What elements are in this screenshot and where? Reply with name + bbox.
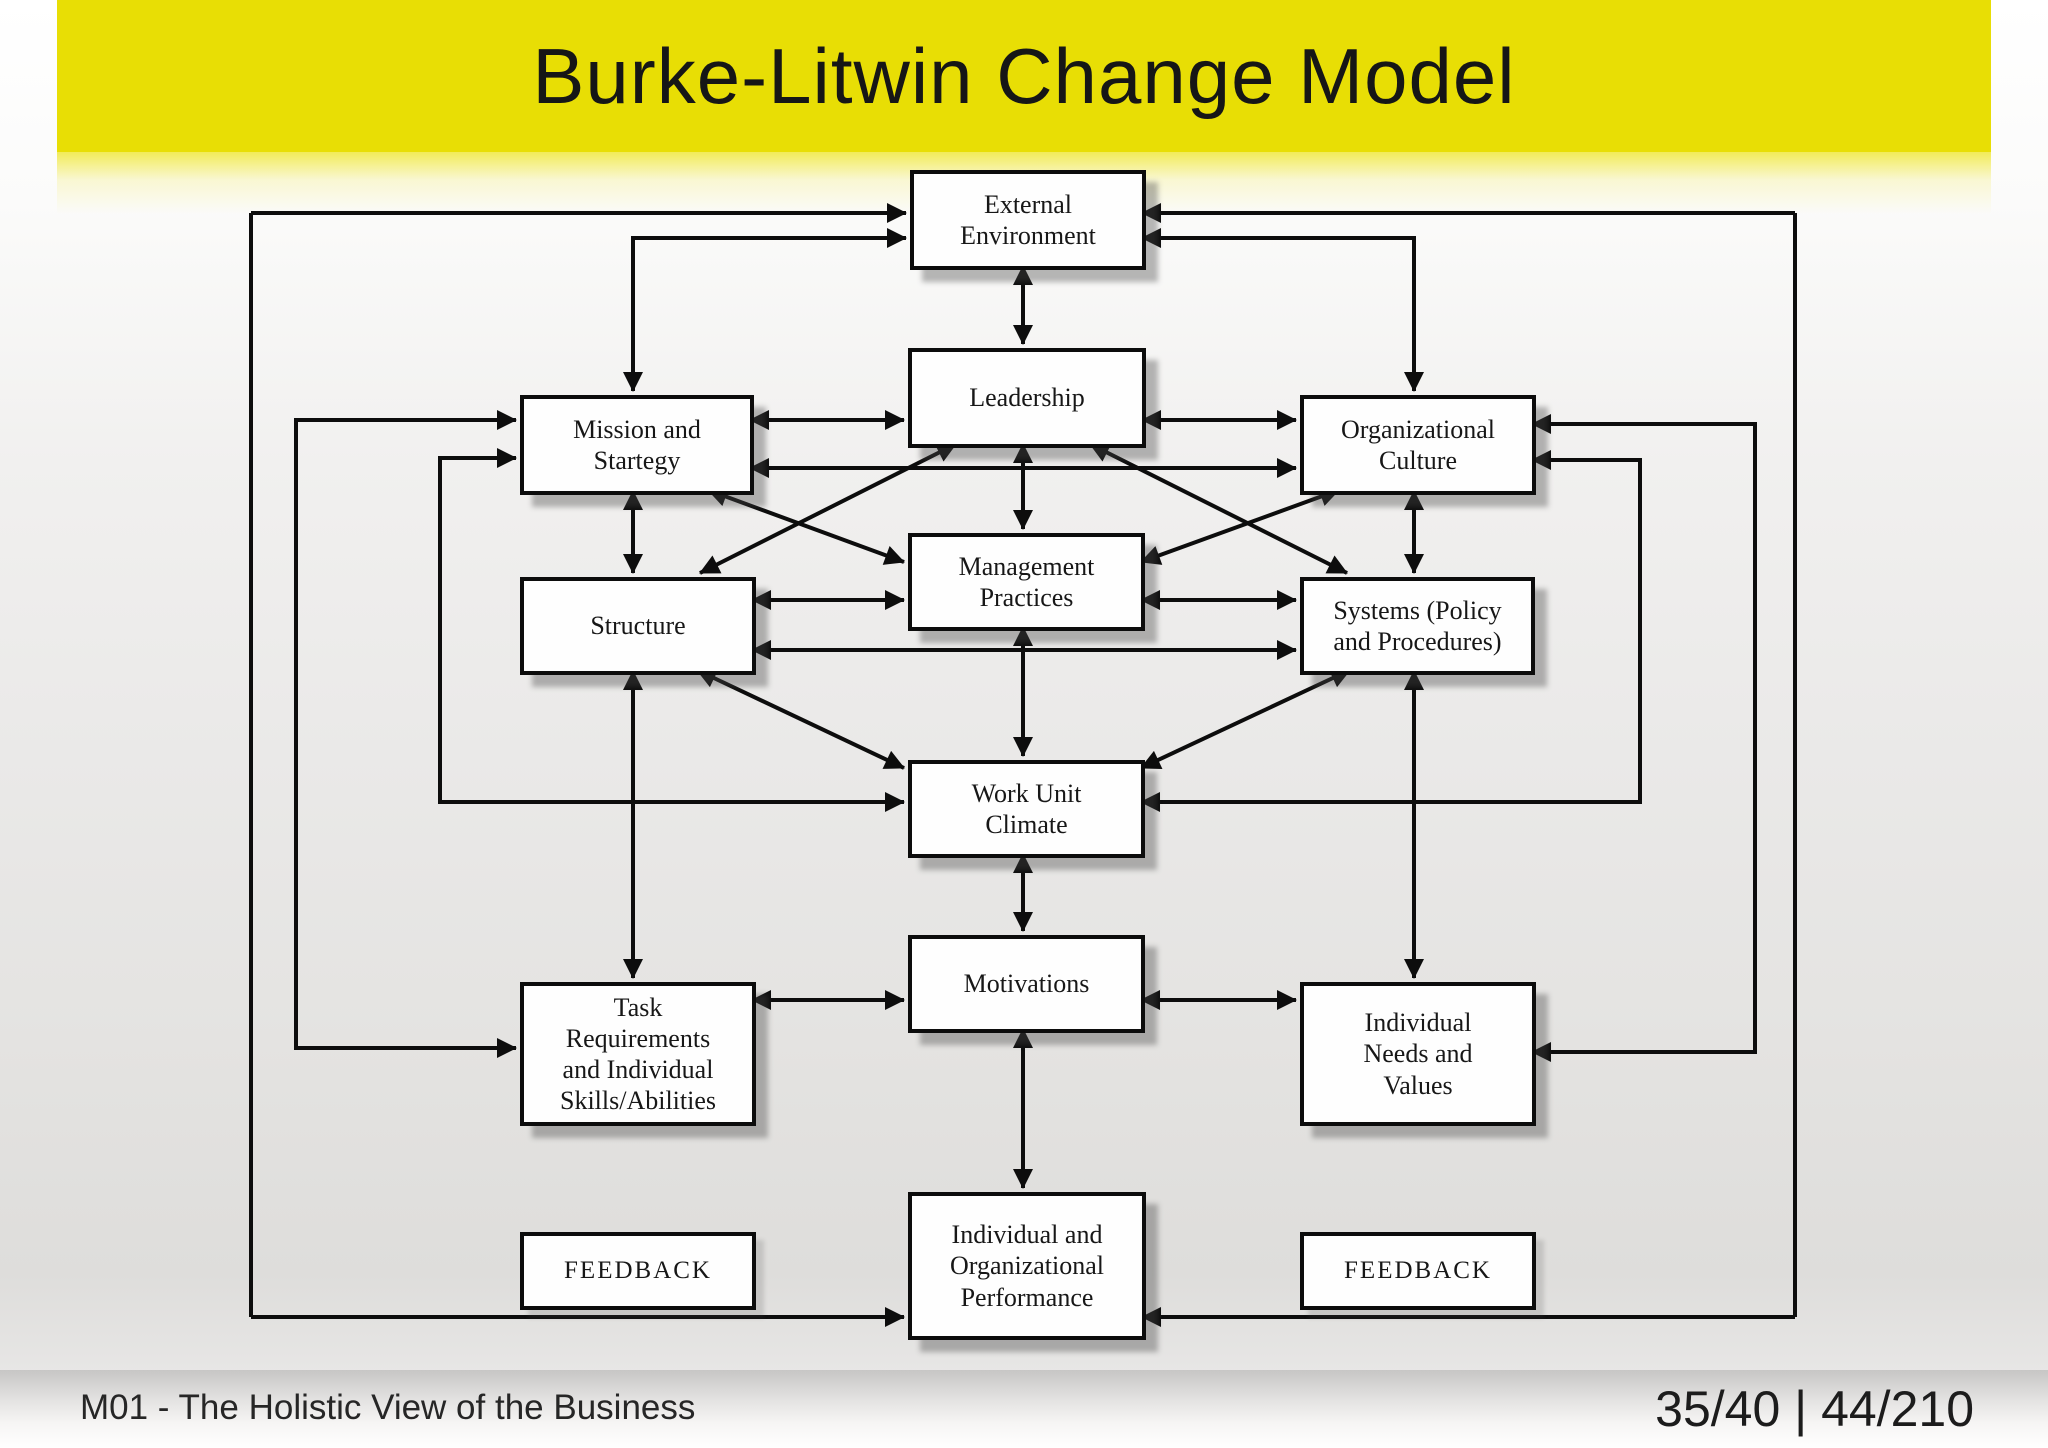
footer-band [0,1370,2048,1448]
node-work-unit-climate: Work Unit Climate [908,760,1145,858]
node-management-practices: Management Practices [908,533,1145,631]
edge-external-mission [623,228,907,392]
footer-page-numbers: 35/40 | 44/210 [1655,1381,1974,1437]
node-individual-organizational-performance: Individual and Organizational Performanc… [908,1192,1146,1340]
edge-culture-management [1140,487,1340,565]
node-individual-needs-values: Individual Needs and Values [1300,982,1536,1126]
edge-mission-management [707,487,905,565]
node-systems-policy-procedures: Systems (Policy and Procedures) [1300,577,1535,675]
edge-structure-climate [696,668,905,770]
node-feedback-left: FEEDBACK [520,1232,756,1310]
slide-title: Burke-Litwin Change Model [532,31,1516,120]
title-banner: Burke-Litwin Change Model [57,0,1991,152]
edge-external-culture [1141,228,1424,392]
footer-module-title: M01 - The Holistic View of the Business [80,1388,696,1427]
edge-mission-task [294,410,517,1058]
node-mission-strategy: Mission and Startegy [520,395,754,495]
node-structure: Structure [520,577,756,675]
edge-culture-needs [1531,414,1757,1062]
node-task-requirements-skills: Task Requirements and Individual Skills/… [520,982,756,1126]
node-organizational-culture: Organizational Culture [1300,395,1536,495]
node-leadership: Leadership [908,348,1146,448]
node-motivations: Motivations [908,935,1145,1033]
node-external-environment: External Environment [910,170,1146,270]
edge-systems-climate [1140,668,1351,770]
node-feedback-right: FEEDBACK [1300,1232,1536,1310]
